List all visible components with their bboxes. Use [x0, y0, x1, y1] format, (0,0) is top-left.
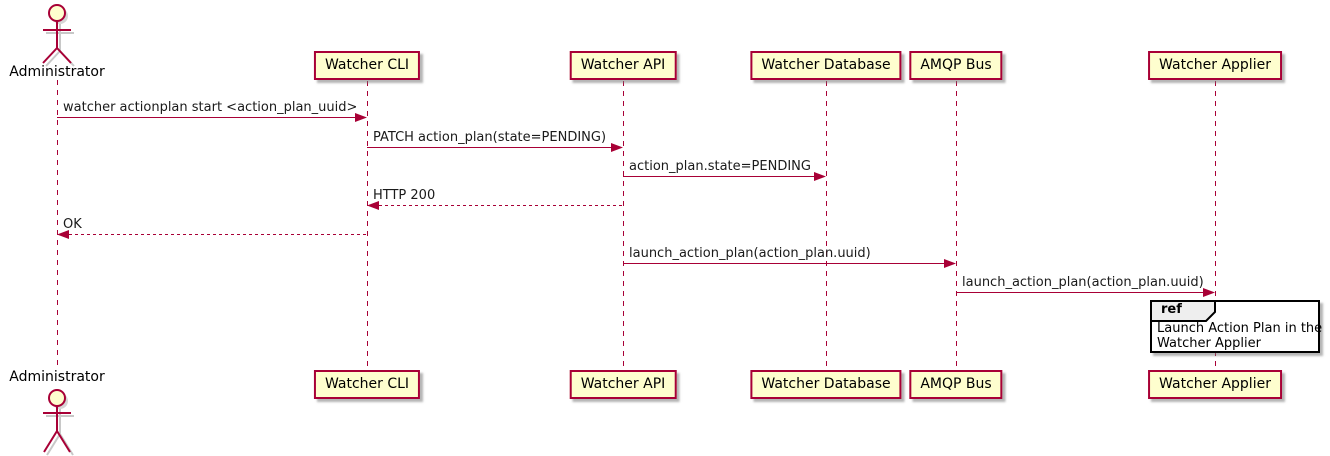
message-label-7: launch_action_plan(action_plan.uuid)	[962, 275, 1204, 290]
message-label-6: launch_action_plan(action_plan.uuid)	[629, 246, 871, 261]
ref-keyword: ref	[1161, 302, 1182, 317]
message-label-5: OK	[63, 217, 82, 232]
participant-watcher-database-bottom: Watcher Database	[750, 370, 902, 399]
participant-watcher-database-top: Watcher Database	[750, 51, 902, 80]
participant-amqp-bus-bottom: AMQP Bus	[909, 370, 1003, 399]
message-arrow-6	[623, 259, 956, 268]
message-label-2: PATCH action_plan(state=PENDING)	[373, 130, 607, 145]
lifelines	[57, 80, 1216, 370]
participant-watcher-api-bottom: Watcher API	[569, 370, 677, 399]
participant-watcher-cli-bottom: Watcher CLI	[313, 370, 421, 399]
ref-header-pentagon	[1150, 300, 1216, 322]
message-label-3: action_plan.state=PENDING	[629, 159, 811, 174]
actor-figure-top	[42, 4, 72, 64]
message-arrows	[57, 113, 1215, 297]
message-label-1: watcher actionplan start <action_plan_uu…	[63, 100, 358, 115]
message-arrow-2	[367, 143, 623, 152]
participant-watcher-api-top: Watcher API	[569, 51, 677, 80]
participant-watcher-applier-bottom: Watcher Applier	[1148, 370, 1282, 399]
actor-figure-bottom	[43, 389, 71, 453]
message-arrow-4	[367, 201, 623, 210]
ref-fragment: ref Launch Action Plan in the Watcher Ap…	[1150, 300, 1323, 353]
message-arrow-1	[57, 113, 367, 122]
message-arrow-7	[956, 288, 1215, 297]
actor-label-administrator-bottom: Administrator	[9, 369, 105, 385]
actor-label-administrator-top: Administrator	[9, 64, 105, 80]
message-arrow-5	[57, 230, 367, 239]
participant-amqp-bus-top: AMQP Bus	[909, 51, 1003, 80]
ref-text-line-1: Launch Action Plan in the	[1157, 321, 1323, 336]
ref-text-line-2: Watcher Applier	[1157, 336, 1261, 351]
message-label-4: HTTP 200	[373, 188, 436, 203]
message-arrow-3	[623, 172, 826, 181]
participant-watcher-cli-top: Watcher CLI	[313, 51, 421, 80]
participant-watcher-applier-top: Watcher Applier	[1148, 51, 1282, 80]
